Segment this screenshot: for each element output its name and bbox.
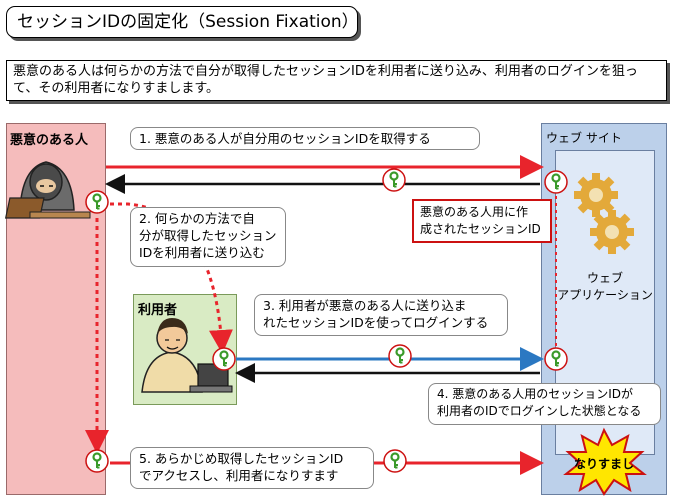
impersonation-burst [563, 427, 647, 496]
step3-callout: 3. 利用者が悪意のある人に送り込ま れたセッションIDを使ってログインする [254, 294, 508, 336]
step2-callout: 2. 何らかの方法で自 分が取得したセッション IDを利用者に送り込む [130, 207, 286, 267]
key-icon [381, 167, 407, 193]
key-icon [543, 169, 569, 195]
step2-line2: 分が取得したセッション [139, 228, 277, 243]
step5-callout: 5. あらかじめ取得したセッションID でアクセスし、利用者になりすます [130, 447, 374, 489]
step5-line2: でアクセスし、利用者になりすます [139, 468, 339, 483]
attacker-figure [4, 161, 91, 219]
step3-line1: 3. 利用者が悪意のある人に送り込ま [263, 298, 467, 313]
step4-line1: 4. 悪意のある人用のセッションIDが [437, 387, 634, 401]
step4-callout: 4. 悪意のある人用のセッションIDが 利用者のIDでログインした状態となる [428, 383, 661, 425]
key-icon [387, 343, 413, 369]
site-session-note: 悪意のある人用に作 成されたセッションID [412, 199, 552, 243]
website-lane-title: ウェブ サイト [546, 131, 622, 145]
key-icon [84, 448, 110, 474]
user-figure [141, 318, 233, 393]
step1-callout: 1. 悪意のある人が自分用のセッションIDを取得する [130, 127, 480, 150]
site-note-line1: 悪意のある人用に作 [420, 205, 529, 219]
step2-line1: 2. 何らかの方法で自 [139, 211, 255, 226]
impersonation-label: なりすまし [573, 457, 634, 471]
description-box: 悪意のある人は何らかの方法で自分が取得したセッションIDを利用者に送り込み、利用… [6, 60, 667, 101]
step3-line2: れたセッションIDを使ってログインする [263, 315, 489, 330]
gear-icon [574, 173, 634, 254]
key-icon [84, 189, 110, 215]
step4-line2: 利用者のIDでログインした状態となる [437, 404, 642, 418]
key-icon [382, 448, 408, 474]
web-application-label: ウェブ アプリケーション [557, 271, 653, 302]
page-title: セッションIDの固定化（Session Fixation） [6, 6, 359, 38]
attacker-lane-title: 悪意のある人 [10, 133, 89, 148]
step5-line1: 5. あらかじめ取得したセッションID [139, 451, 344, 466]
key-icon [211, 346, 237, 372]
key-icon [543, 346, 569, 372]
step2-line3: IDを利用者に送り込む [139, 245, 265, 260]
site-note-line2: 成されたセッションID [420, 222, 541, 236]
user-box-title: 利用者 [138, 303, 178, 318]
